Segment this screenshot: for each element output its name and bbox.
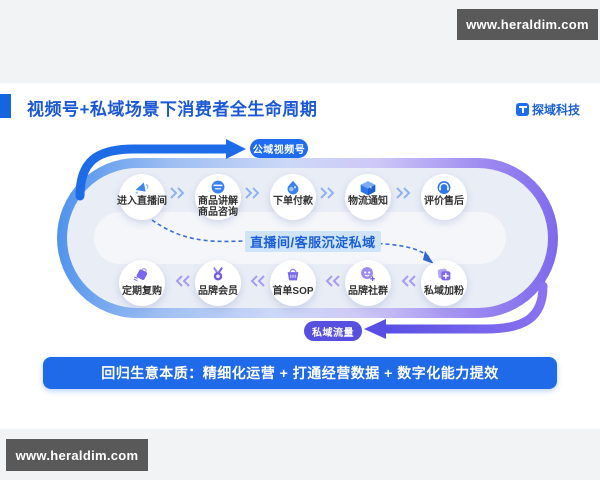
repurchase-icon xyxy=(133,267,148,281)
node-label: 物流通知 xyxy=(348,196,388,207)
node-label: 品牌社群 xyxy=(348,286,388,297)
node-label: 评价售后 xyxy=(424,196,464,207)
brand-logo: 探域科技 xyxy=(516,101,580,118)
logistics-icon xyxy=(360,181,376,196)
node-label: 下单付款 xyxy=(273,196,313,207)
after-sale-icon xyxy=(437,181,451,194)
payment-icon xyxy=(287,180,299,195)
chevron-left-icon xyxy=(175,275,190,287)
product-explain-icon xyxy=(211,180,225,194)
chevron-right-icon xyxy=(170,187,185,199)
brand-name: 探域科技 xyxy=(532,103,581,117)
page-title: 视频号+私域场景下消费者全生命周期 xyxy=(27,100,318,119)
first-order-sop-icon xyxy=(287,268,299,281)
node-label: 品牌会员 xyxy=(198,286,238,297)
community-icon xyxy=(361,267,376,282)
public-domain-badge: 公域视频号 xyxy=(250,139,308,158)
chevron-right-icon xyxy=(320,187,335,199)
chevron-right-icon xyxy=(396,187,411,199)
summary-banner: 回归生意本质：精细化运营 + 打通经营数据 + 数字化能力提效 xyxy=(43,357,557,389)
watermark-bottom-left: www.heraldim.com xyxy=(6,439,148,471)
chevron-right-icon xyxy=(245,187,260,199)
title-accent-bar xyxy=(0,94,11,118)
add-fans-icon xyxy=(437,268,451,281)
node-label: 定期复购 xyxy=(122,286,162,297)
private-domain-badge: 私域流量 xyxy=(304,321,362,341)
node-label: 进入直播间 xyxy=(117,196,167,207)
live-room-icon xyxy=(135,182,149,194)
node-label: 商品讲解 商品咨询 xyxy=(198,196,238,218)
watermark-top-right: www.heraldim.com xyxy=(457,9,598,40)
settle-label: 直播间/客服沉淀私域 xyxy=(245,231,381,252)
node-label: 私域加粉 xyxy=(424,286,464,297)
chevron-left-icon xyxy=(401,275,416,287)
member-icon xyxy=(213,266,223,281)
chevron-left-icon xyxy=(325,275,340,287)
brand-icon xyxy=(516,103,529,116)
chevron-left-icon xyxy=(250,275,265,287)
node-label: 首单SOP xyxy=(272,286,314,297)
